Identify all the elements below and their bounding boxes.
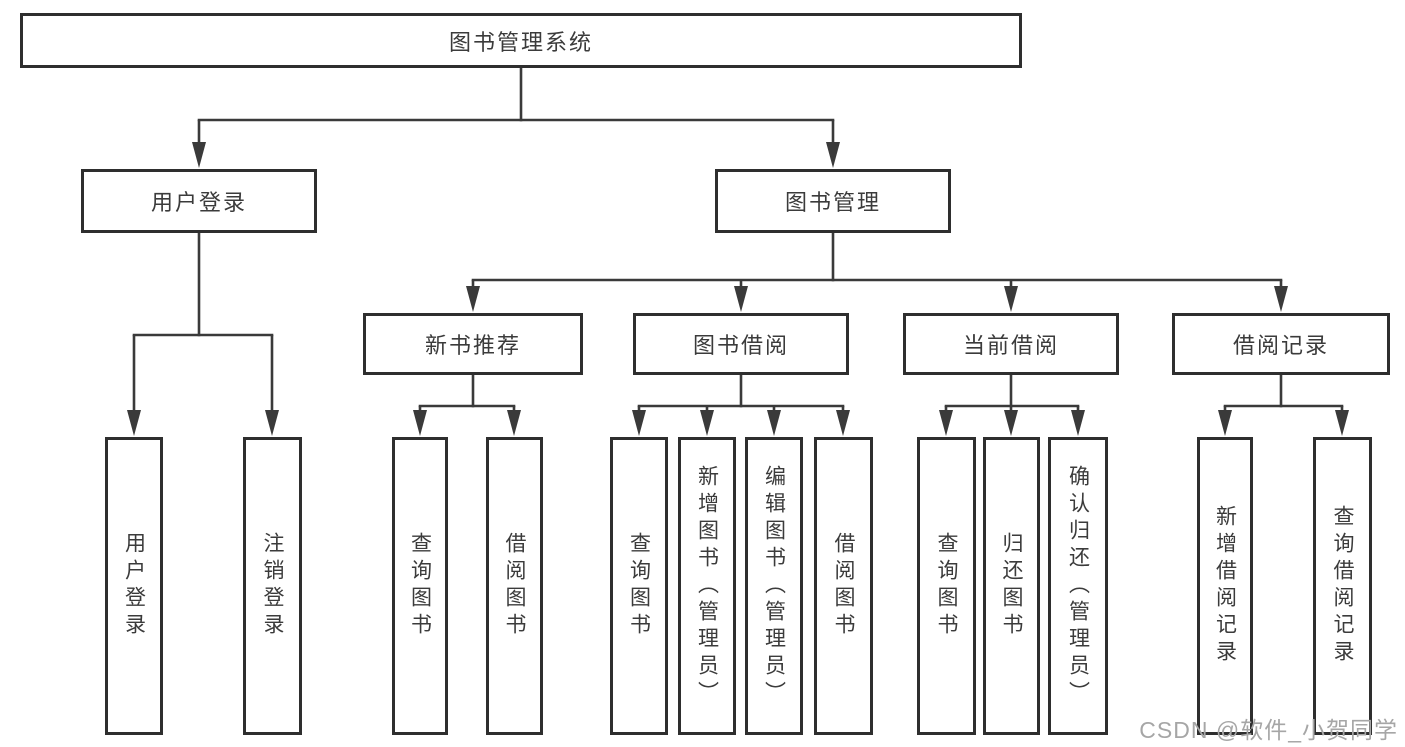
leaf-query-books-current: 查询图书 [917, 437, 976, 735]
arrowhead-icon-2-0 [466, 286, 480, 312]
leaf-return-book-label: 归还图书 [1000, 532, 1023, 640]
node-book-management: 图书管理 [715, 169, 951, 233]
arrowhead-icon-5-2 [1071, 410, 1085, 436]
leaf-query-books-borrow-label: 查询图书 [627, 532, 651, 640]
node-book-borrow: 图书借阅 [633, 313, 849, 375]
arrowhead-icon-3-1 [507, 410, 521, 436]
leaf-borrow-books-borrow-label: 借阅图书 [832, 532, 855, 640]
leaf-add-borrow-record: 新增借阅记录 [1197, 437, 1253, 735]
leaf-query-books-borrow: 查询图书 [610, 437, 668, 735]
leaf-query-borrow-record: 查询借阅记录 [1313, 437, 1372, 735]
leaf-query-books-recommend-label: 查询图书 [408, 532, 432, 640]
leaf-borrow-books-borrow: 借阅图书 [814, 437, 873, 735]
leaf-confirm-return-admin-label: 确认归还（管理员） [1066, 464, 1090, 708]
node-borrow-records-label: 借阅记录 [1232, 333, 1329, 358]
leaf-confirm-return-admin: 确认归还（管理员） [1048, 437, 1108, 735]
arrowhead-icon-5-0 [939, 410, 953, 436]
leaf-add-book-admin-label: 新增图书（管理员） [695, 464, 719, 708]
arrowhead-icon-0-0 [192, 142, 206, 168]
arrowhead-icon-4-3 [836, 410, 850, 436]
arrowhead-icon-2-1 [734, 286, 748, 312]
arrowhead-icon-6-0 [1218, 410, 1232, 436]
node-user-login: 用户登录 [81, 169, 317, 233]
node-current-borrow-label: 当前借阅 [962, 333, 1059, 358]
arrowhead-icon-6-1 [1335, 410, 1349, 436]
arrowhead-icon-2-3 [1274, 286, 1288, 312]
leaf-edit-book-admin-label: 编辑图书（管理员） [762, 464, 786, 708]
node-book-borrow-label: 图书借阅 [692, 333, 789, 358]
leaf-edit-book-admin: 编辑图书（管理员） [745, 437, 803, 735]
arrowhead-icon-4-0 [632, 410, 646, 436]
leaf-user-login: 用户登录 [105, 437, 163, 735]
node-root: 图书管理系统 [20, 13, 1022, 68]
node-root-label: 图书管理系统 [448, 29, 593, 55]
node-new-book-recommend-label: 新书推荐 [424, 333, 521, 358]
leaf-query-borrow-record-label: 查询借阅记录 [1331, 505, 1354, 667]
leaf-add-borrow-record-label: 新增借阅记录 [1213, 505, 1237, 667]
arrowhead-icon-0-1 [826, 142, 840, 168]
arrowhead-icon-1-1 [265, 410, 279, 436]
arrowhead-icon-1-0 [127, 410, 141, 436]
arrowhead-icon-3-0 [413, 410, 427, 436]
leaf-query-books-recommend: 查询图书 [392, 437, 448, 735]
watermark: CSDN @软件_小贺同学 [1139, 717, 1398, 743]
arrowhead-icon-2-2 [1004, 286, 1018, 312]
node-new-book-recommend: 新书推荐 [363, 313, 583, 375]
leaf-user-login-label: 用户登录 [122, 532, 146, 640]
arrowhead-icon-5-1 [1004, 410, 1018, 436]
arrowhead-icon-4-2 [767, 410, 781, 436]
node-borrow-records: 借阅记录 [1172, 313, 1390, 375]
node-user-login-label: 用户登录 [150, 190, 247, 215]
arrowhead-icon-4-1 [700, 410, 714, 436]
leaf-query-books-current-label: 查询图书 [935, 532, 958, 640]
leaf-logout: 注销登录 [243, 437, 302, 735]
leaf-borrow-books-recommend-label: 借阅图书 [503, 532, 526, 640]
node-current-borrow: 当前借阅 [903, 313, 1119, 375]
leaf-borrow-books-recommend: 借阅图书 [486, 437, 543, 735]
leaf-add-book-admin: 新增图书（管理员） [678, 437, 736, 735]
leaf-logout-label: 注销登录 [261, 532, 284, 640]
node-book-management-label: 图书管理 [784, 190, 881, 215]
leaf-return-book: 归还图书 [983, 437, 1040, 735]
